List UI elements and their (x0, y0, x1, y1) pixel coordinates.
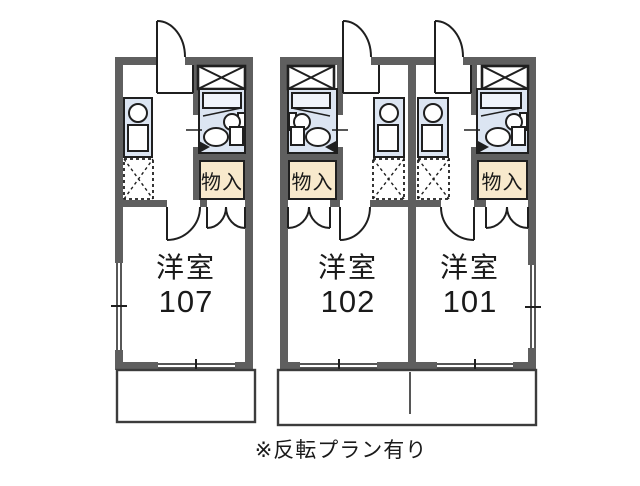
bathroom-102 (287, 88, 348, 154)
laundry-space-101 (417, 158, 450, 200)
storage-box-107: 物入 (199, 160, 245, 200)
kitchen-101 (417, 97, 450, 200)
cross-box-107 (196, 64, 247, 91)
bathroom-101 (464, 88, 529, 154)
closet-doors-102 (287, 206, 331, 229)
room-door-arc-icon (339, 206, 371, 241)
storage-label: 物入 (201, 171, 243, 194)
storage-box-101: 物入 (477, 160, 528, 200)
room-door-arc-icon (166, 206, 201, 241)
window-side-107 (111, 263, 127, 350)
room-door-102 (339, 206, 371, 241)
reversed-plan-note: ※反転プラン有り (254, 439, 428, 462)
bath-door-mark (478, 141, 489, 153)
room-number: 107 (158, 284, 214, 320)
bathtub-icon (480, 92, 522, 109)
entrance-door-107 (156, 20, 194, 94)
bathtub-icon (202, 92, 242, 109)
toilet-icon (203, 127, 229, 147)
building-left-unit-107 (111, 20, 257, 424)
bath-door-mark (199, 141, 210, 153)
cross-box-102 (286, 64, 336, 91)
entrance-door-arc-icon (434, 20, 464, 58)
unit-101-plan (417, 20, 541, 373)
kitchen-107 (123, 97, 154, 200)
bathroom-107 (186, 88, 246, 154)
toilet-icon (485, 127, 511, 147)
balcony-107 (115, 368, 257, 424)
room-door-101 (440, 206, 475, 241)
kitchen-102 (372, 97, 405, 200)
laundry-space-102 (372, 158, 405, 200)
walls-right-building (280, 57, 536, 370)
room-number: 102 (320, 284, 376, 320)
window-side-101 (525, 265, 541, 348)
entrance-door-102 (342, 20, 380, 94)
room-label-107: 洋室 107 (126, 252, 246, 320)
balcony-right-building (276, 368, 538, 427)
toilet-icon (305, 127, 331, 147)
stove-icon (421, 124, 443, 152)
storage-label: 物入 (291, 171, 334, 194)
room-number: 101 (442, 284, 498, 320)
kitchen-sink-icon (423, 103, 443, 123)
room-type: 洋室 (317, 252, 378, 283)
closet-doors-101 (485, 206, 529, 229)
laundry-space-107 (123, 158, 154, 200)
entrance-door-101 (434, 20, 472, 94)
stove-icon (377, 124, 399, 152)
room-type: 洋室 (155, 252, 216, 283)
bathtub-icon (291, 92, 331, 109)
entrance-door-arc-icon (342, 20, 372, 58)
storage-box-102: 物入 (288, 160, 337, 200)
room-type: 洋室 (439, 252, 500, 283)
room-label-101: 洋室 101 (412, 252, 528, 320)
stove-icon (127, 124, 149, 152)
unit-102-plan (286, 20, 405, 373)
closet-doors-107 (206, 206, 246, 229)
storage-label: 物入 (481, 171, 524, 194)
room-door-arc-icon (440, 206, 475, 241)
room-label-102: 洋室 102 (288, 252, 408, 320)
entrance-door-arc-icon (156, 20, 186, 58)
kitchen-sink-icon (379, 103, 399, 123)
bath-door-mark (325, 141, 336, 153)
cross-box-101 (480, 64, 530, 91)
kitchen-sink-icon (128, 103, 148, 123)
building-right-units-102-101 (276, 20, 541, 427)
room-door-107 (166, 206, 201, 241)
walls-107 (115, 57, 253, 370)
